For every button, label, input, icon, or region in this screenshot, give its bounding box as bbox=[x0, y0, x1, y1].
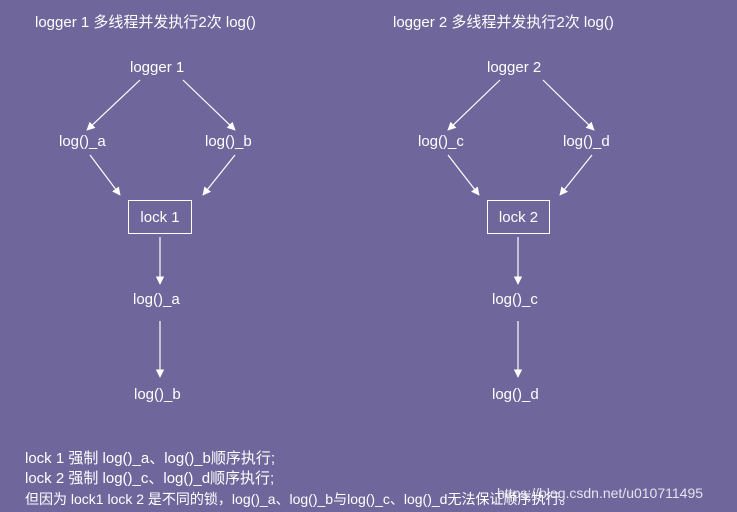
right-call-c-node: log()_c bbox=[418, 133, 464, 150]
right-seq-first-node: log()_c bbox=[492, 291, 538, 308]
arrow-loga-to-lock1 bbox=[89, 154, 121, 196]
right-title: logger 2 多线程并发执行2次 log() bbox=[393, 14, 614, 31]
arrow-logger2-to-logd bbox=[542, 79, 595, 131]
arrow-logger1-to-loga bbox=[86, 79, 141, 131]
left-title: logger 1 多线程并发执行2次 log() bbox=[35, 14, 256, 31]
left-seq-second-node: log()_b bbox=[134, 386, 181, 403]
left-seq-first-node: log()_a bbox=[133, 291, 180, 308]
left-call-b-node: log()_b bbox=[205, 133, 252, 150]
note-line-2: lock 2 强制 log()_c、log()_d顺序执行; bbox=[25, 470, 275, 487]
left-lock-label: lock 1 bbox=[140, 208, 180, 226]
right-root-node: logger 2 bbox=[487, 59, 542, 76]
right-seq-second-node: log()_d bbox=[492, 386, 539, 403]
note-line-3: 但因为 lock1 lock 2 是不同的锁，log()_a、log()_b与l… bbox=[25, 491, 574, 507]
arrow-logd-to-lock2 bbox=[559, 154, 593, 196]
right-lock-box: lock 2 bbox=[487, 200, 550, 234]
left-root-node: logger 1 bbox=[130, 59, 185, 76]
left-lock-box: lock 1 bbox=[128, 200, 192, 234]
right-lock-label: lock 2 bbox=[498, 208, 539, 226]
arrow-logc-to-lock2 bbox=[447, 154, 480, 196]
arrow-logb-to-lock1 bbox=[202, 154, 236, 196]
watermark: https://blog.csdn.net/u010711495 bbox=[497, 485, 704, 501]
right-call-d-node: log()_d bbox=[563, 133, 610, 150]
arrow-logger1-to-logb bbox=[182, 79, 236, 131]
arrow-logger2-to-logc bbox=[447, 79, 501, 131]
note-line-1: lock 1 强制 log()_a、log()_b顺序执行; bbox=[25, 450, 276, 467]
left-call-a-node: log()_a bbox=[59, 133, 106, 150]
